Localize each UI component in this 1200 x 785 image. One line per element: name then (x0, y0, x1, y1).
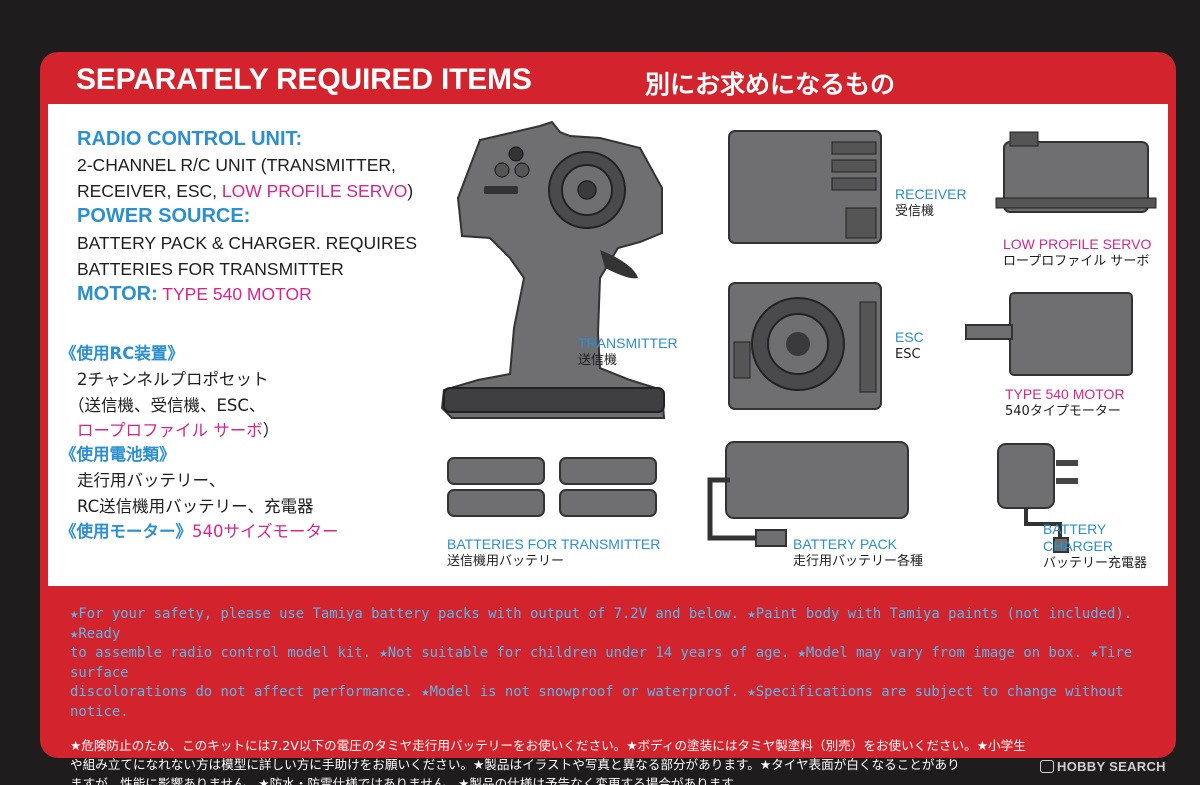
servo-label-en: LOW PROFILE SERVO (1003, 236, 1152, 252)
esc-illustration (728, 282, 882, 410)
servo-caption: LOW PROFILE SERVO ロープロファイル サーボ (1003, 236, 1151, 270)
ja-rc-line2: （送信機、受信機、ESC、 (68, 396, 266, 415)
header-bar: SEPARATELY REQUIRED ITEMS 別にお求めになるもの (40, 52, 1176, 104)
transmitter-illustration (440, 120, 666, 419)
notes-ja-line1: ★危険防止のため、このキットには7.2V以下の電圧のタミヤ走行用バッテリーをお使… (70, 738, 1026, 753)
transmitter-caption: TRANSMITTER 送信機 (578, 335, 678, 369)
notes-section: ★For your safety, please use Tamiya batt… (70, 605, 1165, 785)
ja-motor-line: 《使用モーター》540サイズモーター (60, 518, 339, 542)
esc-label-en: ESC (895, 329, 924, 345)
motor-label: MOTOR: (77, 283, 158, 305)
motor-value: TYPE 540 MOTOR (162, 284, 312, 304)
radio-control-line2-end: ) (407, 181, 414, 201)
motor-illustration (965, 292, 1133, 376)
ja-rc-line1: 2チャンネルプロポセット (77, 370, 269, 389)
power-source-line2: BATTERIES FOR TRANSMITTER (77, 259, 344, 279)
charger-label-en2: CHARGER (1043, 538, 1114, 554)
ja-battery-label: 《使用電池類》 (60, 445, 176, 464)
ja-motor-label: 《使用モーター》 (60, 522, 192, 541)
receiver-caption: RECEIVER 受信機 (895, 186, 967, 220)
header-title-ja: 別にお求めになるもの (645, 70, 896, 99)
radio-control-line2: RECEIVER, ESC, LOW PROFILE SERVO) (77, 181, 413, 202)
tx-batteries-label-en: BATTERIES FOR TRANSMITTER (447, 536, 661, 552)
notes-en: ★For your safety, please use Tamiya batt… (70, 605, 1165, 722)
charger-caption: BATTERY CHARGER バッテリー充電器 (1043, 521, 1147, 572)
watermark: HOBBY SEARCH (1040, 759, 1166, 774)
watermark-icon (1040, 760, 1054, 773)
servo-label-ja: ロープロファイル サーボ (1003, 254, 1150, 269)
power-source-label: POWER SOURCE: (77, 205, 251, 227)
ja-battery-line1: 走行用バッテリー、 (77, 471, 226, 490)
ja-motor-value: 540サイズモーター (192, 522, 339, 541)
charger-label-ja: バッテリー充電器 (1043, 556, 1148, 571)
servo-illustration (995, 131, 1157, 213)
notes-ja-line2: や組み立てになれない方は模型に詳しい方に手助けをお願いください。★製品はイラスト… (70, 757, 960, 772)
transmitter-label-ja: 送信機 (578, 353, 618, 368)
receiver-illustration (728, 130, 882, 244)
battery-pack-illustration (707, 441, 909, 547)
notes-ja: ★危険防止のため、このキットには7.2V以下の電圧のタミヤ走行用バッテリーをお使… (70, 736, 1165, 785)
header-title-en: SEPARATELY REQUIRED ITEMS (76, 63, 532, 96)
notes-en-line3: discolorations do not affect performance… (70, 684, 1124, 720)
notes-en-line2: to assemble radio control model kit. ★No… (70, 645, 1133, 681)
radio-control-line1: 2-CHANNEL R/C UNIT (TRANSMITTER, (77, 155, 396, 175)
ja-battery-line2: RC送信機用バッテリー、充電器 (77, 497, 314, 516)
notes-en-line1: ★For your safety, please use Tamiya batt… (70, 606, 1133, 642)
motor-line: MOTOR: TYPE 540 MOTOR (77, 283, 312, 306)
battery-pack-label-ja: 走行用バッテリー各種 (793, 554, 924, 569)
battery-pack-caption: BATTERY PACK 走行用バッテリー各種 (793, 536, 923, 570)
charger-illustration (997, 443, 1078, 553)
ja-rc-servo-text: ロープロファイル サーボ (77, 421, 263, 440)
receiver-label-ja: 受信機 (895, 204, 935, 219)
receiver-label-en: RECEIVER (895, 186, 967, 202)
tx-batteries-illustration (447, 457, 657, 517)
tx-batteries-caption: BATTERIES FOR TRANSMITTER 送信機用バッテリー (447, 536, 660, 570)
ja-rc-line3-end: ） (262, 421, 280, 440)
battery-pack-label-en: BATTERY PACK (793, 536, 897, 552)
transmitter-label-en: TRANSMITTER (578, 335, 678, 351)
power-source-line1: BATTERY PACK & CHARGER. REQUIRES (77, 233, 418, 253)
esc-caption: ESC ESC (895, 329, 924, 363)
radio-control-servo-text: LOW PROFILE SERVO (221, 181, 408, 201)
charger-label-en1: BATTERY (1043, 521, 1107, 537)
motor-label-en: TYPE 540 MOTOR (1005, 386, 1125, 402)
notes-ja-line3: ますが、性能に影響ありません。★防水・防雪仕様ではありません。★製品の仕様は予告… (70, 776, 746, 785)
motor-caption: TYPE 540 MOTOR 540タイプモーター (1005, 386, 1125, 420)
watermark-text: HOBBY SEARCH (1057, 759, 1166, 774)
radio-control-label: RADIO CONTROL UNIT: (77, 128, 303, 150)
esc-label-ja: ESC (895, 347, 921, 362)
ja-rc-line3: ロープロファイル サーボ） (77, 417, 279, 441)
radio-control-line2-text: RECEIVER, ESC, (77, 181, 222, 201)
motor-label-ja: 540タイプモーター (1005, 404, 1121, 419)
tx-batteries-label-ja: 送信機用バッテリー (447, 554, 565, 569)
ja-rc-label: 《使用RC装置》 (60, 344, 184, 363)
